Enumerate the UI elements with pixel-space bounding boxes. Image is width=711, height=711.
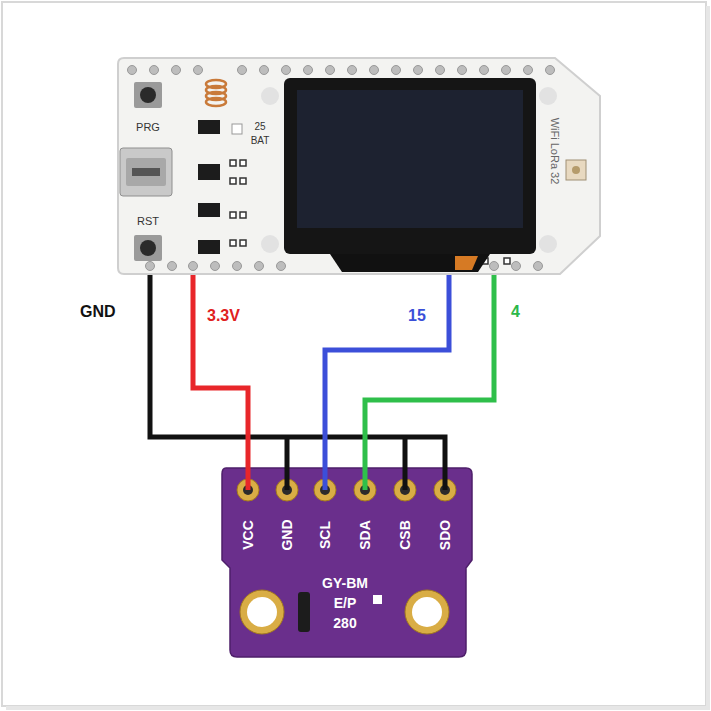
frame-shadow <box>706 6 710 709</box>
module-name: GY-BM E/P 280 <box>321 573 369 633</box>
wire <box>150 275 445 490</box>
wire <box>325 275 449 490</box>
pin-label: SDA <box>357 510 373 560</box>
board-name: WiFi LoRa 32 <box>547 101 563 201</box>
pin-label: GND <box>279 510 295 560</box>
silkscreen-text: BAT <box>248 136 272 146</box>
pin-label: VCC <box>240 510 256 560</box>
button-label: RST <box>128 216 168 227</box>
silkscreen-text: 25 <box>248 122 272 132</box>
pin-label: CSB <box>397 510 413 560</box>
sensor-board: VCC GND SCL SDA CSB SDO GY-BM E/P 280 <box>222 468 472 657</box>
dev-board: PRG RST 25BAT WiFi LoRa 32 <box>118 58 600 275</box>
pin-label: SCL <box>317 510 333 560</box>
wire-label: 4 <box>511 304 520 320</box>
wire-label: GND <box>80 304 116 320</box>
wire <box>365 275 494 490</box>
wire-label: 15 <box>408 308 426 324</box>
pin-label: SDO <box>437 510 453 560</box>
dev-board <box>118 58 600 274</box>
wire <box>193 275 248 490</box>
button-label: PRG <box>128 122 168 133</box>
sensor-board <box>222 468 472 657</box>
frame-shadow <box>6 706 710 710</box>
wire-label: 3.3V <box>207 308 240 324</box>
